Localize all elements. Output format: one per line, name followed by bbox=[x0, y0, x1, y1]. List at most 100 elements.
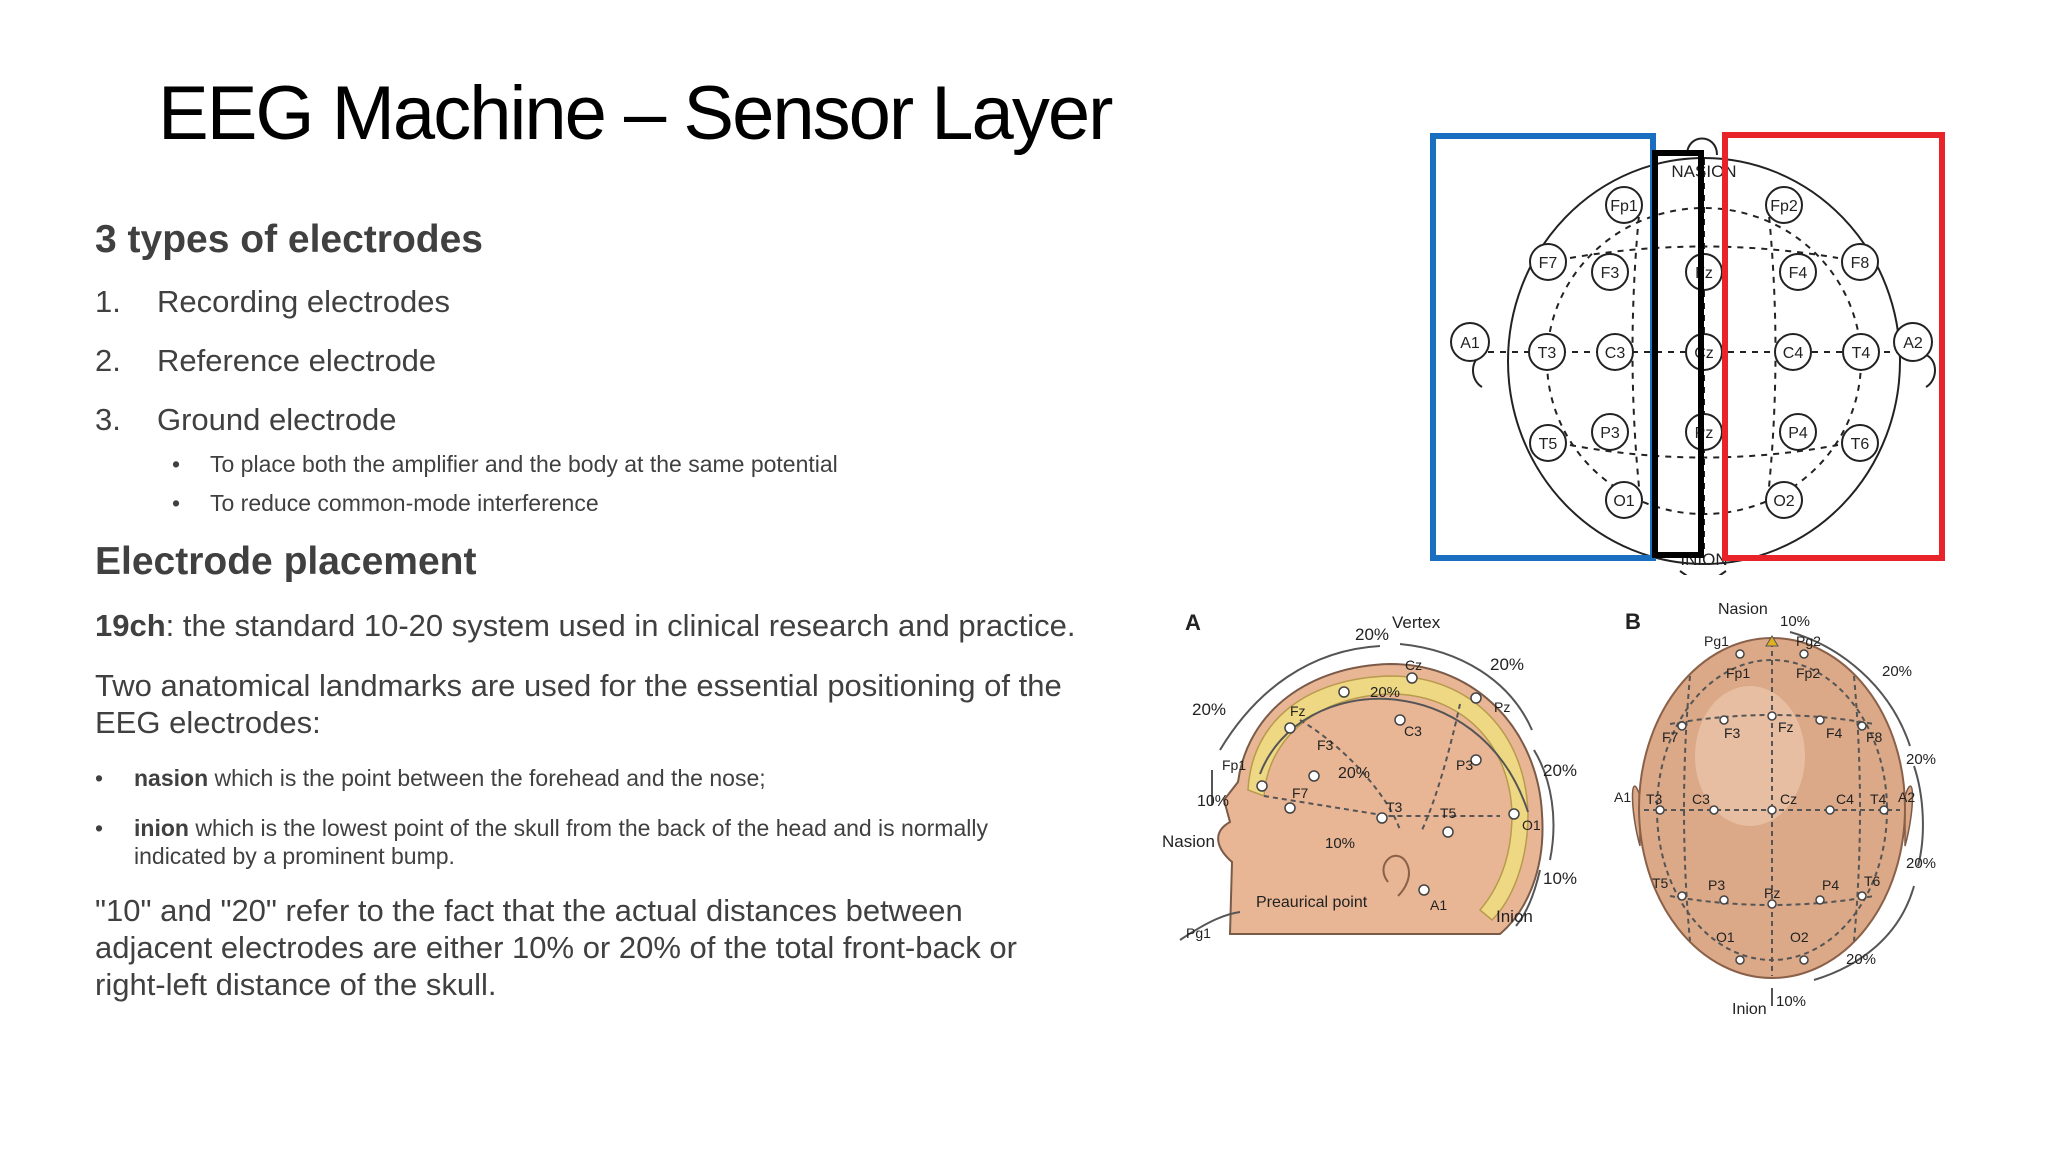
label-o1: O1 bbox=[1522, 817, 1541, 833]
electrode-p4: P4 bbox=[1779, 413, 1817, 451]
landmarks-paragraph: Two anatomical landmarks are used for th… bbox=[95, 668, 1062, 740]
label-cz: Cz bbox=[1405, 657, 1422, 673]
svg-text:T6: T6 bbox=[1851, 436, 1870, 453]
svg-text:T5: T5 bbox=[1539, 436, 1558, 453]
nasion-label: Nasion bbox=[1162, 832, 1215, 851]
label-f3: F3 bbox=[1317, 737, 1334, 753]
electrode-t3: T3 bbox=[1528, 333, 1566, 371]
panel-b-letter: B bbox=[1625, 609, 1641, 634]
inion-definition: which is the lowest point of the skull f… bbox=[134, 815, 988, 869]
electrode-c3: C3 bbox=[1596, 333, 1634, 371]
electrode-placement-heading: Electrode placement bbox=[95, 540, 477, 583]
pct-10-left: 10% bbox=[1197, 793, 1229, 810]
label-fp2: Fp2 bbox=[1796, 665, 1820, 681]
bullet-nasion: • nasion which is the point between the … bbox=[95, 764, 1055, 792]
pct-left: 20% bbox=[1192, 700, 1226, 719]
pct-right: 20% bbox=[1490, 655, 1524, 674]
svg-text:P4: P4 bbox=[1788, 425, 1808, 442]
right-hemisphere-box bbox=[1722, 132, 1945, 561]
panel-a-letter: A bbox=[1185, 610, 1201, 635]
electrode-o2: O2 bbox=[1765, 481, 1803, 519]
bullet-dot: • bbox=[95, 765, 104, 791]
label-t4: T4 bbox=[1870, 791, 1887, 807]
list-item: 3. Ground electrode bbox=[95, 402, 397, 438]
svg-text:F8: F8 bbox=[1851, 255, 1870, 272]
panel-b-top-diagram: B Nasion 10% Pg1 Pg2 Fp1 Fp2 F7 F3 Fz F4… bbox=[1614, 601, 1936, 1018]
electrode-f7: F7 bbox=[1529, 243, 1567, 281]
svg-text:A1: A1 bbox=[1460, 335, 1480, 352]
pct-20-inner-top: 20% bbox=[1370, 684, 1400, 701]
electrode-dots bbox=[1655, 649, 1889, 965]
electrode-types-heading: 3 types of electrodes bbox=[95, 218, 483, 261]
label-pg1: Pg1 bbox=[1704, 633, 1729, 649]
bullet-inion: • inion which is the lowest point of the… bbox=[95, 814, 1055, 870]
label-f7: F7 bbox=[1662, 729, 1679, 745]
bullet-dot: • bbox=[172, 451, 181, 477]
electrode-t4: T4 bbox=[1842, 333, 1880, 371]
pct-10-inner: 10% bbox=[1325, 835, 1355, 852]
electrode-fp2: Fp2 bbox=[1765, 186, 1803, 224]
electrode-dots bbox=[1256, 672, 1520, 896]
pct-20-a: 20% bbox=[1882, 663, 1912, 680]
system-paragraph: 19ch: the standard 10-20 system used in … bbox=[95, 607, 1095, 644]
svg-text:T3: T3 bbox=[1538, 345, 1557, 362]
svg-text:O1: O1 bbox=[1613, 493, 1634, 510]
bullet-dot: • bbox=[172, 490, 181, 516]
list-text: Ground electrode bbox=[157, 402, 397, 437]
sub-bullet: • To reduce common-mode interference bbox=[172, 490, 599, 517]
vertex-label: Vertex bbox=[1392, 613, 1441, 632]
preauricular-label: Preaurical point bbox=[1256, 894, 1368, 911]
sub-bullet-text: To reduce common-mode interference bbox=[210, 490, 599, 516]
list-text: Recording electrodes bbox=[157, 284, 450, 319]
svg-text:Fp1: Fp1 bbox=[1610, 198, 1638, 215]
label-f4: F4 bbox=[1826, 725, 1843, 741]
term-nasion: nasion bbox=[134, 765, 209, 791]
svg-text:O2: O2 bbox=[1773, 493, 1794, 510]
label-c3: C3 bbox=[1692, 791, 1710, 807]
list-item: 2.Reference electrode bbox=[95, 343, 436, 379]
label-p3: P3 bbox=[1456, 757, 1473, 773]
label-f8: F8 bbox=[1866, 729, 1883, 745]
electrode-f8: F8 bbox=[1841, 243, 1879, 281]
list-number: 3. bbox=[95, 402, 121, 437]
svg-text:C4: C4 bbox=[1783, 345, 1804, 362]
svg-text:F4: F4 bbox=[1789, 265, 1808, 282]
label-cz: Cz bbox=[1780, 791, 1797, 807]
pct-20-c: 20% bbox=[1906, 855, 1936, 872]
label-pz: Pz bbox=[1764, 885, 1780, 901]
label-p4: P4 bbox=[1822, 877, 1839, 893]
label-a1: A1 bbox=[1614, 789, 1631, 805]
sub-bullet-text: To place both the amplifier and the body… bbox=[210, 451, 838, 477]
inion-label: Inion bbox=[1732, 1001, 1767, 1018]
svg-text:A2: A2 bbox=[1903, 335, 1923, 352]
list-number: 2. bbox=[95, 343, 121, 378]
system-text: : the standard 10-20 system used in clin… bbox=[165, 608, 1076, 643]
nasion-label: Nasion bbox=[1718, 601, 1768, 618]
ten-twenty-paragraph: "10" and "20" refer to the fact that the… bbox=[95, 893, 1017, 1002]
pct-20-d: 20% bbox=[1846, 951, 1876, 968]
electrode-labels: Pg1 Pg2 Fp1 Fp2 F7 F3 Fz F4 F8 A1 T3 C3 … bbox=[1614, 633, 1915, 945]
pct-10-top: 10% bbox=[1780, 613, 1810, 630]
label-f3: F3 bbox=[1724, 725, 1741, 741]
label-p3: P3 bbox=[1708, 877, 1725, 893]
label-a2: A2 bbox=[1898, 789, 1915, 805]
label-pg1: Pg1 bbox=[1186, 925, 1211, 941]
electrode-fp1: Fp1 bbox=[1605, 186, 1643, 224]
list-item: 1.Recording electrodes bbox=[95, 284, 450, 320]
label-t3: T3 bbox=[1646, 791, 1663, 807]
sub-bullet: • To place both the amplifier and the bod… bbox=[172, 451, 838, 478]
slide-title: EEG Machine – Sensor Layer bbox=[158, 71, 1113, 156]
bullet-dot: • bbox=[95, 815, 104, 841]
electrode-a1: A1 bbox=[1450, 322, 1490, 362]
label-fp1: Fp1 bbox=[1222, 757, 1246, 773]
label-t5: T5 bbox=[1440, 805, 1457, 821]
label-a1: A1 bbox=[1430, 897, 1447, 913]
pct-10-bottom: 10% bbox=[1776, 993, 1806, 1010]
svg-text:F7: F7 bbox=[1539, 255, 1558, 272]
term-inion: inion bbox=[134, 815, 189, 841]
svg-text:Fp2: Fp2 bbox=[1770, 198, 1798, 215]
label-fz: Fz bbox=[1778, 719, 1794, 735]
electrode-a2: A2 bbox=[1893, 322, 1933, 362]
panel-a-lateral-diagram: A 20% Vertex 20% 20% 10% Nasion 20% 20% … bbox=[1162, 610, 1577, 941]
label-fp1: Fp1 bbox=[1726, 665, 1750, 681]
